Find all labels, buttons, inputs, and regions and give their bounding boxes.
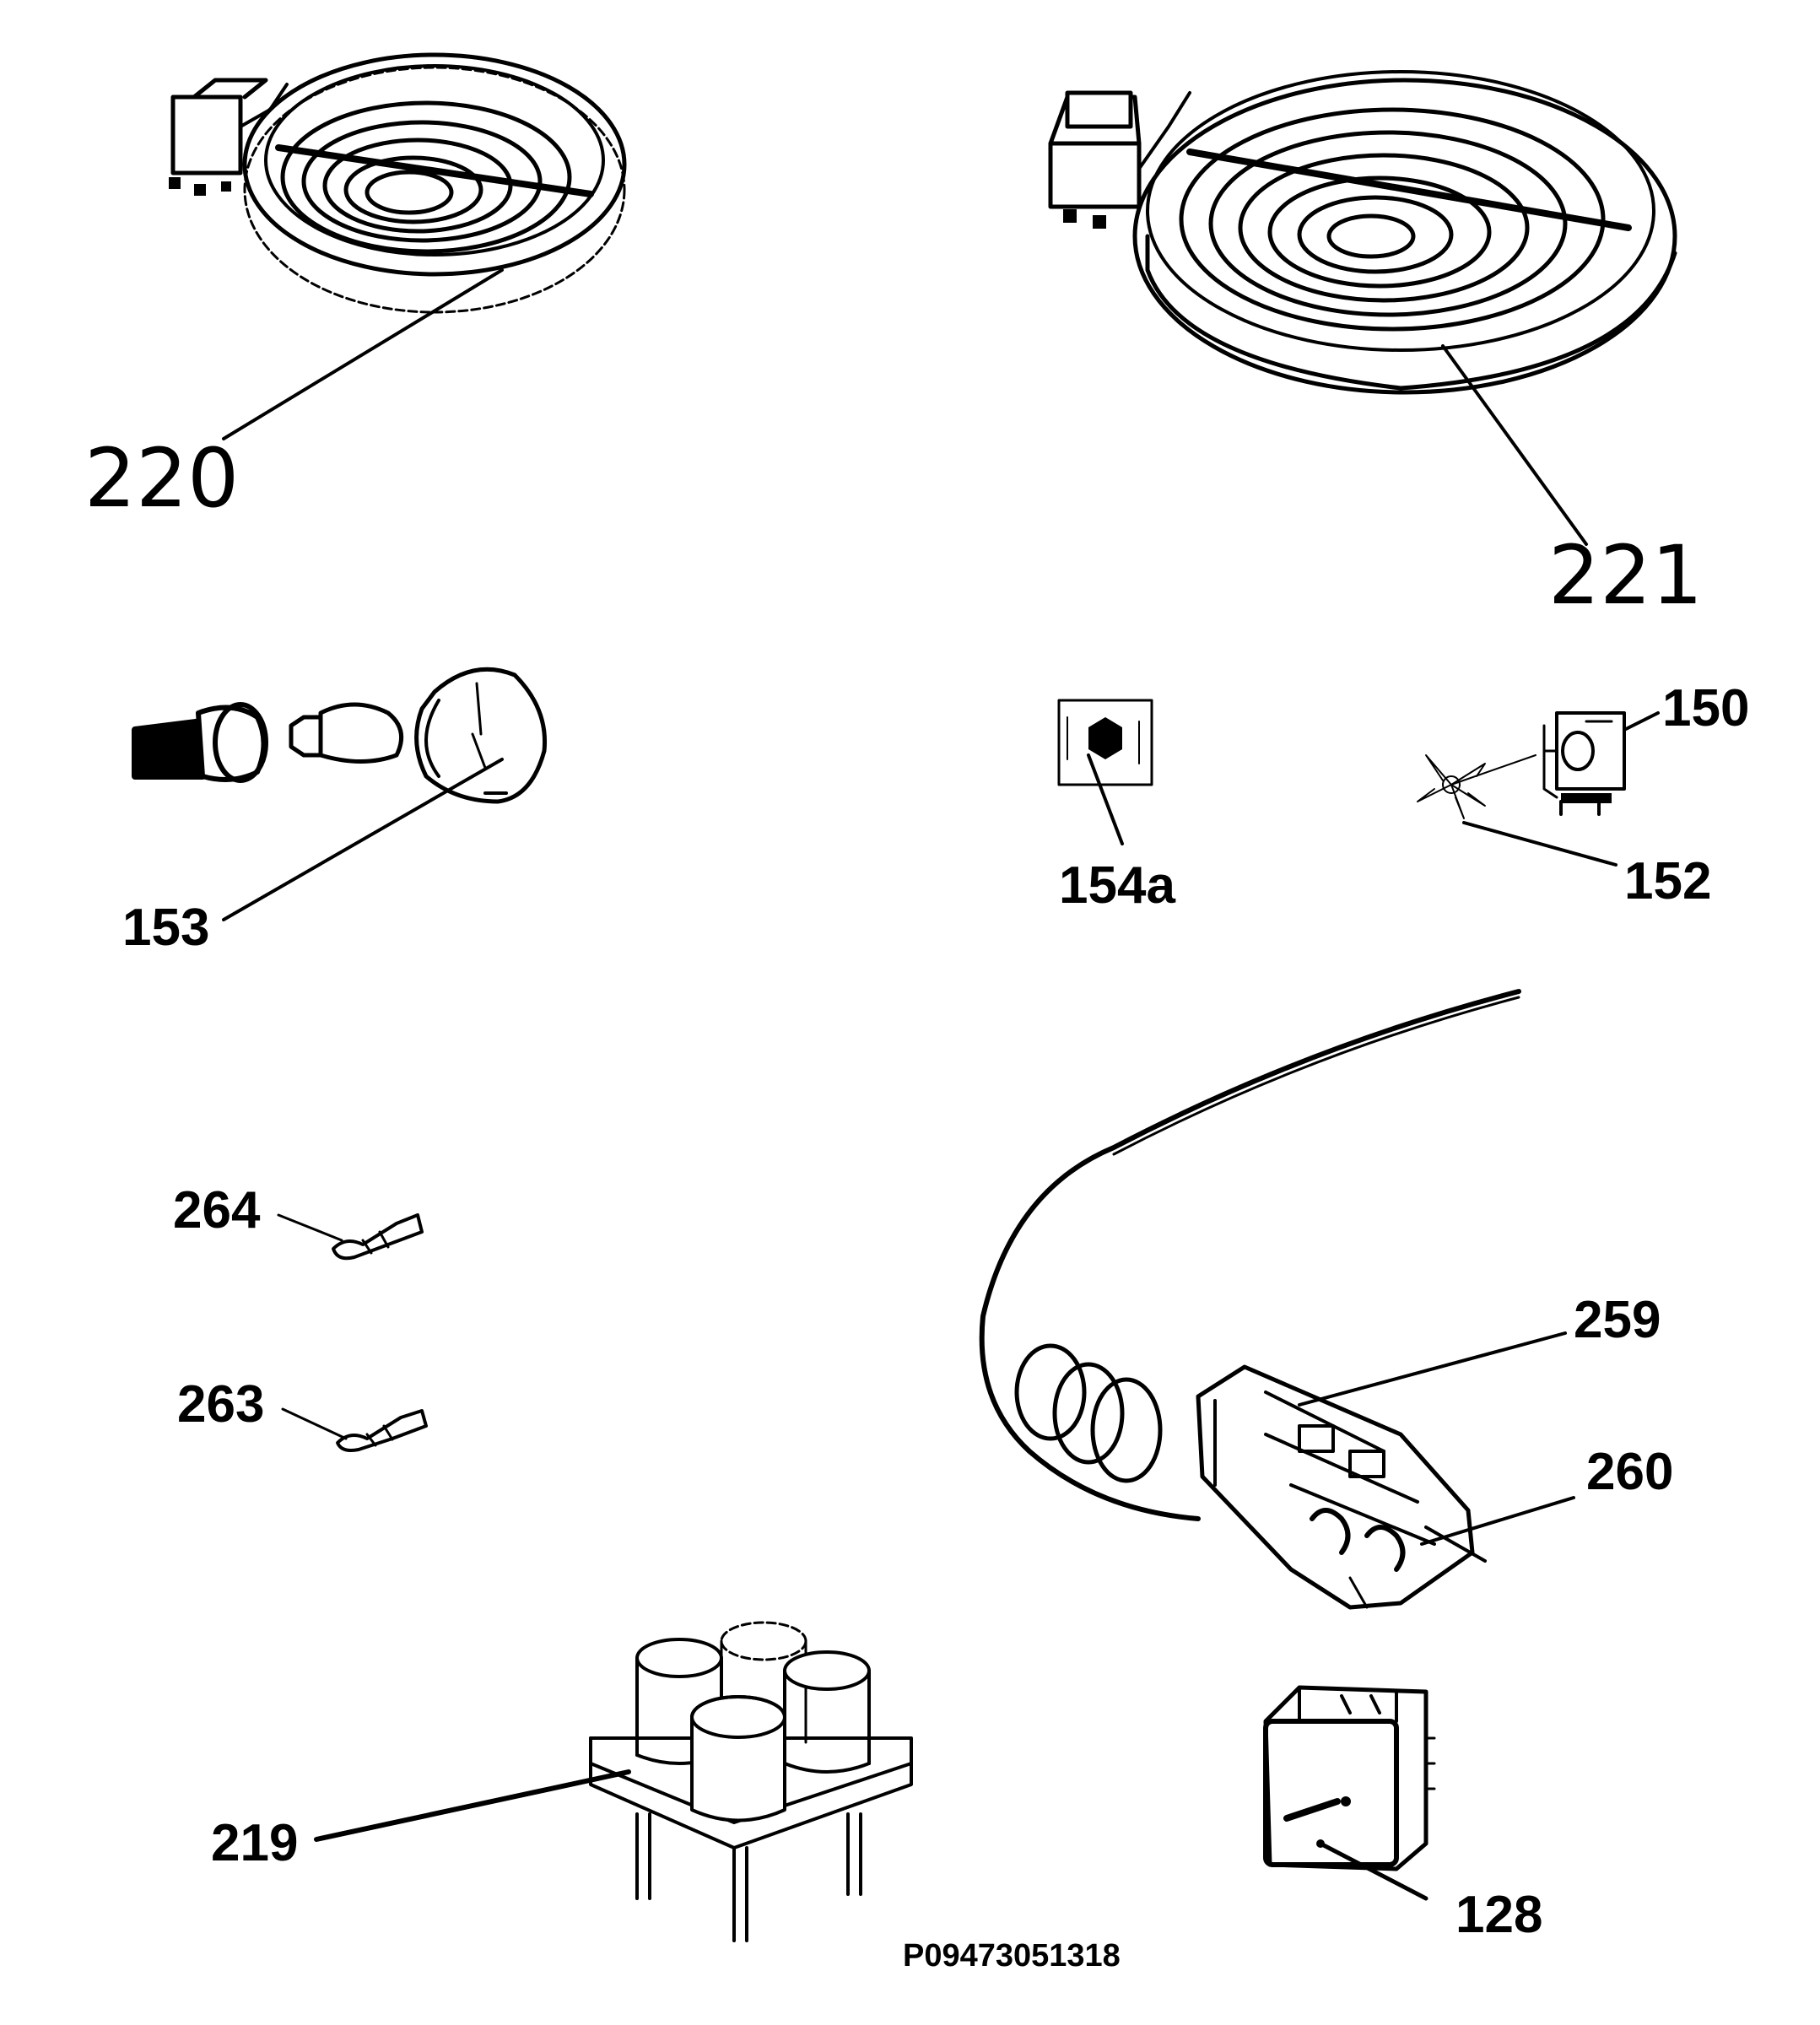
fan-blade-icon	[1417, 754, 1536, 819]
leader-150	[1623, 711, 1660, 732]
lamp-gasket-icon	[1057, 699, 1153, 786]
leader-221	[1441, 344, 1588, 546]
leader-153	[222, 758, 504, 921]
thermostat-capillary-icon	[979, 989, 1521, 1610]
hotplate-large-icon	[1048, 70, 1677, 395]
drawing-code: P09473051318	[903, 1938, 1121, 1974]
leader-219	[314, 1769, 631, 1842]
fan-motor-icon	[1542, 711, 1626, 816]
part-label-263: 263	[177, 1375, 264, 1434]
part-label-219: 219	[211, 1814, 298, 1872]
oven-lamp-icon	[132, 667, 548, 804]
part-label-264: 264	[173, 1181, 261, 1239]
leader-154a	[1087, 753, 1124, 845]
part-label-152: 152	[1624, 852, 1711, 910]
part-label-154a: 154a	[1059, 856, 1175, 915]
leader-259	[1298, 1331, 1567, 1407]
leader-152	[1462, 821, 1617, 867]
part-label-260: 260	[1586, 1443, 1673, 1501]
leader-220	[222, 268, 504, 440]
part-label-150: 150	[1662, 679, 1749, 737]
leader-263	[281, 1407, 348, 1440]
hotplate-small-icon	[169, 52, 627, 314]
part-label-153: 153	[122, 899, 209, 957]
part-label-259: 259	[1574, 1291, 1661, 1349]
part-label-128: 128	[1455, 1886, 1542, 1944]
leader-128	[1318, 1841, 1428, 1901]
terminal-connector-icon	[336, 1409, 428, 1452]
part-label-220: 220	[84, 431, 239, 526]
leader-264	[277, 1213, 343, 1242]
part-label-221: 221	[1548, 528, 1703, 623]
leader-260	[1420, 1496, 1575, 1546]
energy-regulator-icon	[1263, 1685, 1436, 1871]
terminal-connector-icon	[332, 1213, 424, 1261]
multi-switch-capacitor-icon	[589, 1621, 913, 1942]
